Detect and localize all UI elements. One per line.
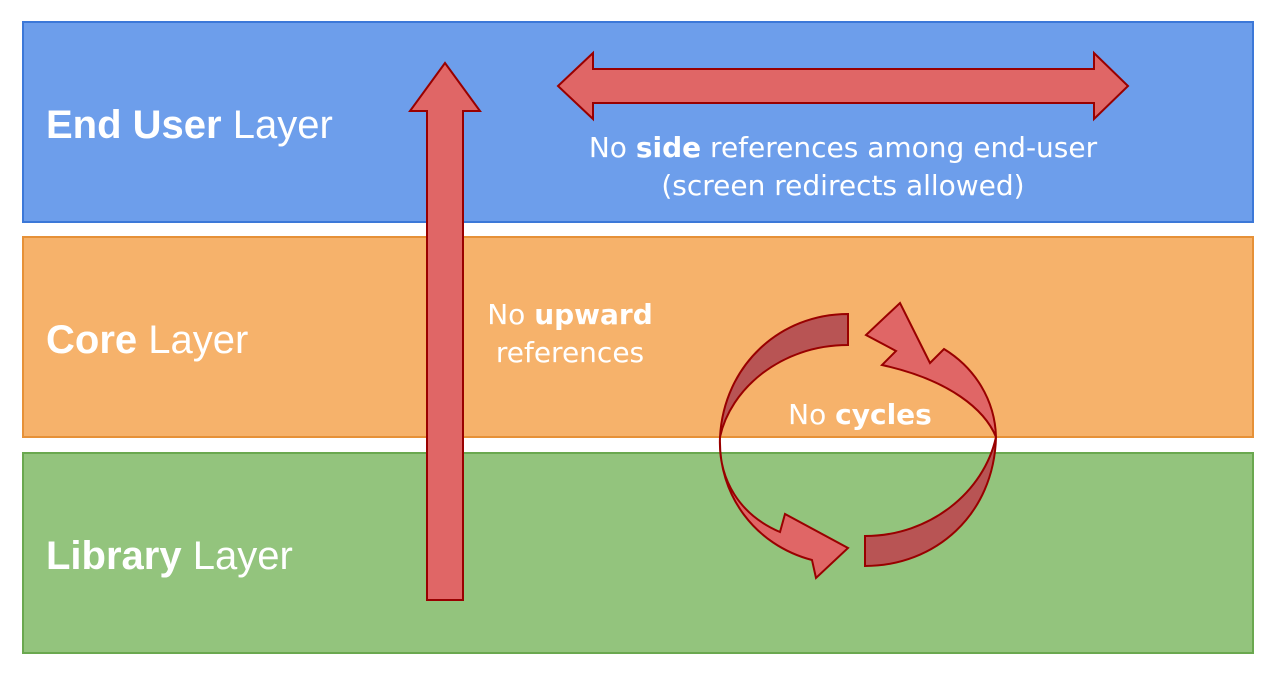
core-layer: Core Layer <box>22 236 1254 438</box>
cycles-note-pre: No <box>788 398 836 431</box>
library-layer-title-bold: Library <box>46 534 182 578</box>
side-references-note: No side references among end-user (scree… <box>553 129 1133 205</box>
core-layer-title-normal: Layer <box>137 318 249 362</box>
side-note-bold: side <box>635 131 702 164</box>
end-user-layer: End User Layer <box>22 21 1254 223</box>
end-user-layer-title-bold: End User <box>46 103 222 147</box>
upward-references-note-line1: No upward <box>470 296 670 334</box>
cycle-arrow-right-band <box>864 436 997 568</box>
end-user-layer-title-normal: Layer <box>221 103 333 147</box>
upward-references-note-line2: references <box>495 336 645 369</box>
side-references-note-line2: (screen redirects allowed) <box>661 169 1025 202</box>
library-layer-title-normal: Layer <box>181 534 293 578</box>
cycles-note: No cycles <box>760 396 960 434</box>
upward-note-pre: No <box>487 298 535 331</box>
library-layer: Library Layer <box>22 452 1254 654</box>
side-note-pre: No <box>588 131 636 164</box>
upward-arrow <box>408 61 482 601</box>
side-note-post: references among end-user <box>701 131 1098 164</box>
upward-note-bold: upward <box>534 298 653 331</box>
cycles-note-bold: cycles <box>835 398 932 431</box>
upward-references-note: No upward references <box>470 296 670 372</box>
end-user-layer-title: End User Layer <box>46 103 333 148</box>
side-double-arrow <box>556 50 1130 122</box>
cycle-arrow-top-head <box>864 301 997 438</box>
core-layer-title: Core Layer <box>46 318 248 363</box>
cycle-arrow-bottom-head <box>718 436 850 580</box>
side-references-note-line1: No side references among end-user <box>553 129 1133 167</box>
library-layer-title: Library Layer <box>46 534 293 579</box>
core-layer-title-bold: Core <box>46 318 138 362</box>
